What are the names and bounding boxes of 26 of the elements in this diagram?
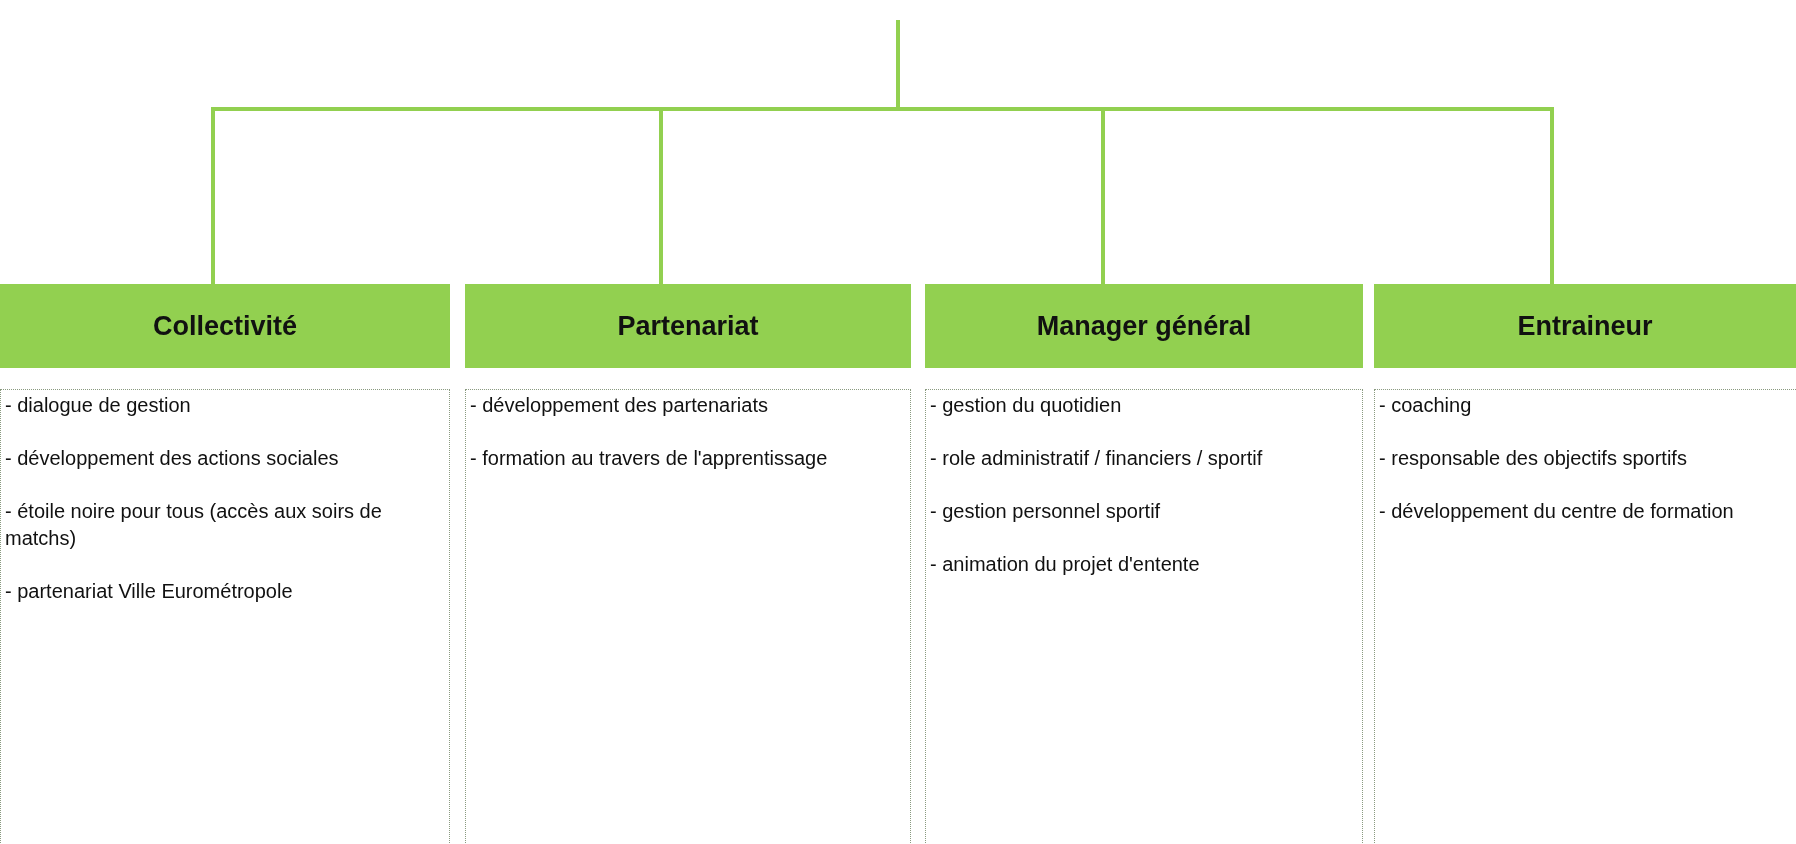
- task-list-box: [0, 389, 450, 844]
- task-item: - formation au travers de l'apprentissage: [470, 446, 829, 471]
- task-item: - gestion personnel sportif: [930, 499, 1162, 524]
- task-item: - développement du centre de formation: [1379, 499, 1735, 524]
- role-header-box: [0, 284, 450, 368]
- role-title: Collectivité: [152, 310, 297, 342]
- task-list-box: [925, 389, 1363, 844]
- connector-line: [896, 20, 1554, 284]
- role-header-box: [925, 284, 1363, 368]
- task-item: - développement des actions sociales: [5, 446, 340, 471]
- task-item: - développement des partenariats: [470, 393, 769, 418]
- task-list-box: [465, 389, 911, 844]
- task-list-box: [1374, 389, 1796, 844]
- task-item: - dialogue de gestion: [5, 393, 192, 418]
- role-title: Partenariat: [617, 310, 759, 342]
- task-item: - coaching: [1379, 393, 1473, 418]
- role-title: Manager général: [1036, 310, 1252, 342]
- role-title: Entraineur: [1517, 310, 1653, 342]
- role-header-box: [465, 284, 911, 368]
- task-item: - role administratif / financiers / sportif: [930, 446, 1264, 471]
- task-item: - animation du projet d'entente: [930, 552, 1201, 577]
- task-item: - étoile noire pour tous (accès aux soirs de matchs): [5, 499, 383, 551]
- role-header-box: [1374, 284, 1796, 368]
- task-item: - responsable des objectifs sportifs: [1379, 446, 1688, 471]
- task-item: - partenariat Ville Eurométropole: [5, 579, 294, 604]
- task-item: - gestion du quotidien: [930, 393, 1123, 418]
